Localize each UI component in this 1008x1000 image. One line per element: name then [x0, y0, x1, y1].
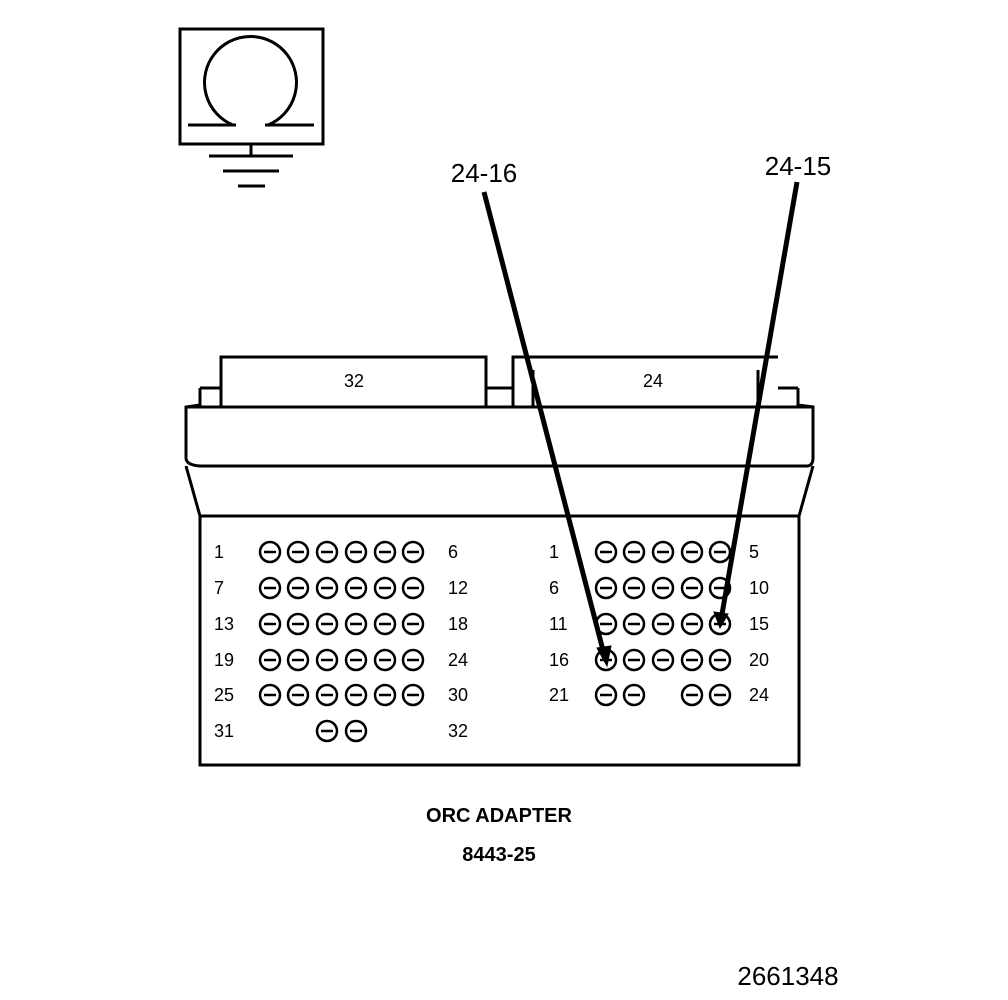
- row-end-label: 32: [448, 721, 468, 741]
- row-start-label: 16: [549, 650, 569, 670]
- pin-socket: [344, 648, 368, 672]
- row-start-label: 1: [549, 542, 559, 562]
- pin-socket: [315, 719, 339, 743]
- pin-socket: [315, 540, 339, 564]
- pin-socket: [258, 612, 282, 636]
- pin-socket: [344, 612, 368, 636]
- row-start-label: 21: [549, 685, 569, 705]
- pin-socket: [258, 540, 282, 564]
- pin-socket: [401, 540, 425, 564]
- pin-socket: [680, 648, 704, 672]
- row-start-label: 6: [549, 578, 559, 598]
- connector-32-pins: [258, 540, 425, 743]
- row-end-label: 24: [749, 685, 769, 705]
- row-start-label: 7: [214, 578, 224, 598]
- pin-socket: [708, 648, 732, 672]
- row-start-label: 13: [214, 614, 234, 634]
- pin-socket: [344, 540, 368, 564]
- pin-socket: [373, 576, 397, 600]
- pin-socket: [286, 540, 310, 564]
- caption-title: ORC ADAPTER: [426, 805, 572, 827]
- pin-socket: [344, 683, 368, 707]
- pin-socket: [315, 612, 339, 636]
- probe-tip-24-16: [596, 645, 612, 668]
- pin-socket: [622, 576, 646, 600]
- callout-24-15: 24-15: [765, 151, 832, 181]
- caption-part-number: 8443-25: [462, 844, 535, 866]
- row-end-label: 18: [448, 614, 468, 634]
- pin-socket: [315, 576, 339, 600]
- pin-socket: [680, 683, 704, 707]
- pin-socket: [708, 576, 732, 600]
- pin-socket: [286, 612, 310, 636]
- probe-lead-24-15: [718, 181, 800, 621]
- pin-socket: [622, 683, 646, 707]
- pin-socket: [401, 612, 425, 636]
- pin-socket: [258, 576, 282, 600]
- row-end-label: 24: [448, 650, 468, 670]
- pin-socket: [401, 648, 425, 672]
- connector-32-labels: 1 6 7 12 13 18 19 24 25 30 31 32: [214, 542, 468, 741]
- pin-socket: [373, 683, 397, 707]
- pin-socket: [258, 648, 282, 672]
- pin-socket: [651, 612, 675, 636]
- pin-socket: [258, 683, 282, 707]
- pin-socket: [651, 576, 675, 600]
- pin-socket: [344, 719, 368, 743]
- row-start-label: 31: [214, 721, 234, 741]
- pin-socket: [594, 540, 618, 564]
- pin-socket: [651, 648, 675, 672]
- probe-tip-24-15: [713, 611, 729, 630]
- pin-socket: [622, 612, 646, 636]
- pin-socket: [315, 648, 339, 672]
- row-start-label: 11: [549, 614, 568, 634]
- pin-socket: [680, 612, 704, 636]
- ohm-symbol-label: Ω: [251, 0, 252, 1]
- row-end-label: 30: [448, 685, 468, 705]
- pin-socket: [680, 540, 704, 564]
- row-end-label: 5: [749, 542, 759, 562]
- callout-24-16: 24-16: [451, 158, 518, 188]
- connector-24-pins: [594, 540, 732, 707]
- row-start-label: 25: [214, 685, 234, 705]
- pin-socket: [651, 540, 675, 564]
- pin-socket: [344, 576, 368, 600]
- pin-socket: [708, 540, 732, 564]
- row-end-label: 6: [448, 542, 458, 562]
- row-start-label: 1: [214, 542, 224, 562]
- pin-socket: [286, 648, 310, 672]
- row-start-label: 19: [214, 650, 234, 670]
- pin-socket: [373, 648, 397, 672]
- pin-socket: [622, 540, 646, 564]
- connector-24-header: 24: [643, 371, 663, 391]
- row-end-label: 20: [749, 650, 769, 670]
- pin-socket: [401, 576, 425, 600]
- row-end-label: 12: [448, 578, 468, 598]
- connector-24-labels: 1 5 6 10 11 15 16 20 21 24: [549, 542, 769, 705]
- pin-socket: [401, 683, 425, 707]
- row-end-label: 10: [749, 578, 769, 598]
- probe-lead-24-16: [481, 191, 608, 659]
- row-end-label: 15: [749, 614, 769, 634]
- connector-32-header: 32: [344, 371, 364, 391]
- pin-socket: [286, 683, 310, 707]
- pin-socket: [708, 683, 732, 707]
- probe-leads: [481, 181, 800, 668]
- pin-socket: [373, 540, 397, 564]
- pin-socket: [680, 576, 704, 600]
- pin-socket: [315, 683, 339, 707]
- pin-socket: [373, 612, 397, 636]
- ohmmeter-icon: [178, 27, 325, 188]
- pin-socket: [286, 576, 310, 600]
- pin-socket: [594, 683, 618, 707]
- figure-id: 2661348: [737, 961, 838, 991]
- pin-socket: [622, 648, 646, 672]
- pin-socket: [594, 576, 618, 600]
